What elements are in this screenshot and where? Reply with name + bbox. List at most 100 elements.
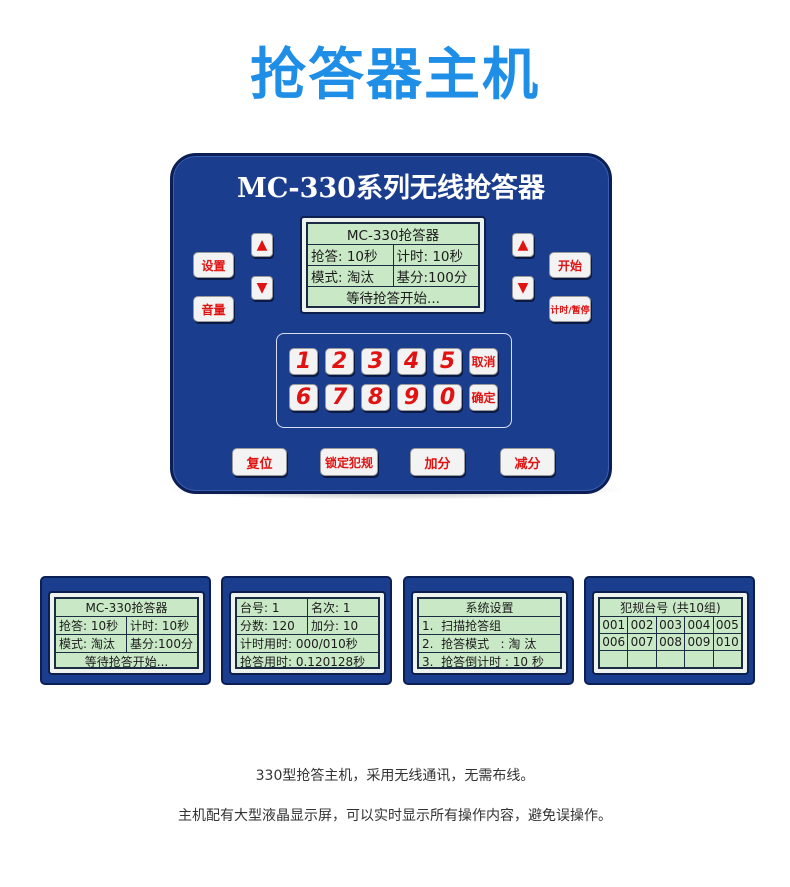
caption-line-1: 330型抢答主机，采用无线通讯，无需布线。 bbox=[255, 768, 535, 784]
arrow-up-icon: ▲ bbox=[256, 237, 268, 253]
add-score-button[interactable]: 加分 bbox=[410, 448, 465, 476]
foul-seat: 009 bbox=[684, 634, 712, 650]
lcd-status: 等待抢答开始... bbox=[346, 291, 440, 307]
lcd-title: 系统设置 bbox=[465, 601, 514, 615]
cancel-key[interactable]: 取消 bbox=[469, 348, 498, 375]
key-1[interactable]: 1 bbox=[289, 348, 318, 375]
lcd-frame: 犯规台号 (共10组) 001 002 003 004 005 006 007 … bbox=[592, 591, 749, 675]
lcd-row: 006 007 008 009 010 bbox=[600, 634, 741, 651]
lcd-seat-number: 台号: 1 bbox=[240, 601, 280, 615]
lcd-row: 系统设置 bbox=[419, 599, 560, 617]
lcd-bonus: 加分: 10 bbox=[307, 617, 378, 634]
key-3[interactable]: 3 bbox=[361, 348, 390, 375]
foul-seat: 005 bbox=[712, 617, 741, 633]
key-5[interactable]: 5 bbox=[433, 348, 462, 375]
key-4[interactable]: 4 bbox=[397, 348, 426, 375]
empty-cell bbox=[684, 651, 712, 667]
lcd-row: 抢答: 10秒 计时: 10秒 bbox=[308, 245, 478, 266]
foul-seat: 001 bbox=[602, 618, 626, 632]
lcd-row: 分数: 120 加分: 10 bbox=[237, 617, 378, 635]
lcd-mode: 模式: 淘汰 bbox=[59, 637, 115, 651]
lcd-answer-time: 抢答: 10秒 bbox=[311, 249, 378, 265]
settings-button[interactable]: 设置 bbox=[193, 252, 234, 278]
lcd-frame: 台号: 1 名次: 1 分数: 120 加分: 10 计时用时: 000/010… bbox=[229, 591, 386, 675]
lcd-timing-used: 计时用时: 000/010秒 bbox=[240, 637, 358, 651]
key-6[interactable]: 6 bbox=[289, 384, 318, 411]
menu-item-scan: 1. 扫描抢答组 bbox=[422, 619, 502, 633]
caption-line-2: 主机配有大型液晶显示屏，可以实时显示所有操作内容，避免误操作。 bbox=[178, 808, 612, 824]
lcd-row: 001 002 003 004 005 bbox=[600, 617, 741, 634]
lcd-row: 计时用时: 000/010秒 bbox=[237, 635, 378, 653]
main-lcd: MC-330抢答器 抢答: 10秒 计时: 10秒 模式: 淘汰 基分:100分… bbox=[306, 222, 480, 308]
key-0[interactable]: 0 bbox=[433, 384, 462, 411]
lock-foul-button[interactable]: 锁定犯规 bbox=[320, 448, 378, 476]
key-9[interactable]: 9 bbox=[397, 384, 426, 411]
foul-seat: 006 bbox=[602, 635, 626, 649]
empty-cell bbox=[627, 651, 655, 667]
device-model-title: MC-330系列无线抢答器 bbox=[237, 173, 545, 204]
main-lcd-frame: MC-330抢答器 抢答: 10秒 计时: 10秒 模式: 淘汰 基分:100分… bbox=[300, 216, 486, 314]
screen-preview-settings: 系统设置 1. 扫描抢答组 2. 抢答模式 : 淘 汰 3. 抢答倒计时 : 1… bbox=[403, 576, 574, 685]
empty-cell bbox=[600, 651, 627, 667]
foul-seat: 010 bbox=[712, 634, 741, 650]
empty-cell bbox=[655, 651, 684, 667]
lcd-row: 1. 扫描抢答组 bbox=[419, 617, 560, 635]
left-down-button[interactable]: ▼ bbox=[251, 276, 273, 300]
lcd-frame: MC-330抢答器 抢答: 10秒 计时: 10秒 模式: 淘汰 基分:100分… bbox=[48, 591, 205, 675]
menu-item-countdown: 3. 抢答倒计时 : 10 秒 bbox=[422, 655, 544, 669]
lcd: 台号: 1 名次: 1 分数: 120 加分: 10 计时用时: 000/010… bbox=[235, 597, 380, 669]
screen-preview-home: MC-330抢答器 抢答: 10秒 计时: 10秒 模式: 淘汰 基分:100分… bbox=[40, 576, 211, 685]
empty-cell bbox=[712, 651, 741, 667]
lcd-row: 抢答用时: 0.120128秒 bbox=[237, 653, 378, 670]
screen-preview-fouls: 犯规台号 (共10组) 001 002 003 004 005 006 007 … bbox=[584, 576, 755, 685]
screen-preview-result: 台号: 1 名次: 1 分数: 120 加分: 10 计时用时: 000/010… bbox=[221, 576, 392, 685]
lcd-answer-used: 抢答用时: 0.120128秒 bbox=[240, 655, 366, 669]
right-down-button[interactable]: ▼ bbox=[512, 276, 534, 300]
lcd-base-score: 基分:100分 bbox=[126, 635, 197, 652]
key-2[interactable]: 2 bbox=[325, 348, 354, 375]
lcd-row: 抢答: 10秒 计时: 10秒 bbox=[56, 617, 197, 635]
lcd: MC-330抢答器 抢答: 10秒 计时: 10秒 模式: 淘汰 基分:100分… bbox=[54, 597, 199, 669]
timer-pause-button[interactable]: 计时/暂停 bbox=[549, 296, 591, 322]
lcd-row: MC-330抢答器 bbox=[308, 224, 478, 245]
subtract-score-button[interactable]: 减分 bbox=[500, 448, 555, 476]
volume-button[interactable]: 音量 bbox=[193, 296, 234, 322]
lcd-row: 台号: 1 名次: 1 bbox=[237, 599, 378, 617]
lcd-row: 3. 抢答倒计时 : 10 秒 bbox=[419, 653, 560, 670]
answer-device: MC-330系列无线抢答器 MC-330抢答器 抢答: 10秒 计时: 10秒 … bbox=[170, 153, 612, 494]
lcd-row: 模式: 淘汰 基分:100分 bbox=[308, 266, 478, 287]
lcd-status: 等待抢答开始... bbox=[84, 655, 169, 669]
arrow-down-icon: ▼ bbox=[517, 280, 529, 296]
lcd-mode: 模式: 淘汰 bbox=[311, 270, 374, 286]
lcd: 系统设置 1. 扫描抢答组 2. 抢答模式 : 淘 汰 3. 抢答倒计时 : 1… bbox=[417, 597, 562, 669]
lcd-row: 2. 抢答模式 : 淘 汰 bbox=[419, 635, 560, 653]
lcd-rank: 名次: 1 bbox=[307, 599, 378, 616]
key-8[interactable]: 8 bbox=[361, 384, 390, 411]
confirm-key[interactable]: 确定 bbox=[469, 384, 498, 411]
lcd-row bbox=[600, 651, 741, 667]
key-7[interactable]: 7 bbox=[325, 384, 354, 411]
lcd-row: 等待抢答开始... bbox=[56, 653, 197, 670]
numeric-keypad: 1 2 3 4 5 取消 6 7 8 9 0 确定 bbox=[276, 333, 512, 428]
arrow-up-icon: ▲ bbox=[517, 237, 529, 253]
lcd-title: MC-330抢答器 bbox=[346, 228, 440, 244]
lcd-title: MC-330抢答器 bbox=[85, 601, 168, 615]
foul-seat: 007 bbox=[627, 634, 655, 650]
lcd-row: 犯规台号 (共10组) bbox=[600, 599, 741, 617]
lcd-frame: 系统设置 1. 扫描抢答组 2. 抢答模式 : 淘 汰 3. 抢答倒计时 : 1… bbox=[411, 591, 568, 675]
start-button[interactable]: 开始 bbox=[549, 252, 591, 278]
left-up-button[interactable]: ▲ bbox=[251, 233, 273, 257]
lcd-score: 分数: 120 bbox=[240, 619, 295, 633]
lcd: 犯规台号 (共10组) 001 002 003 004 005 006 007 … bbox=[598, 597, 743, 669]
arrow-down-icon: ▼ bbox=[256, 280, 268, 296]
lcd-answer-time: 抢答: 10秒 bbox=[59, 619, 119, 633]
right-up-button[interactable]: ▲ bbox=[512, 233, 534, 257]
foul-seat: 008 bbox=[655, 634, 684, 650]
lcd-row: 等待抢答开始... bbox=[308, 287, 478, 307]
lcd-base-score: 基分:100分 bbox=[392, 266, 479, 286]
lcd-timer: 计时: 10秒 bbox=[392, 245, 479, 265]
lcd-title: 犯规台号 (共10组) bbox=[620, 601, 721, 615]
page-title: 抢答器主机 bbox=[250, 43, 540, 108]
reset-button[interactable]: 复位 bbox=[232, 448, 287, 476]
foul-seat: 003 bbox=[655, 617, 684, 633]
